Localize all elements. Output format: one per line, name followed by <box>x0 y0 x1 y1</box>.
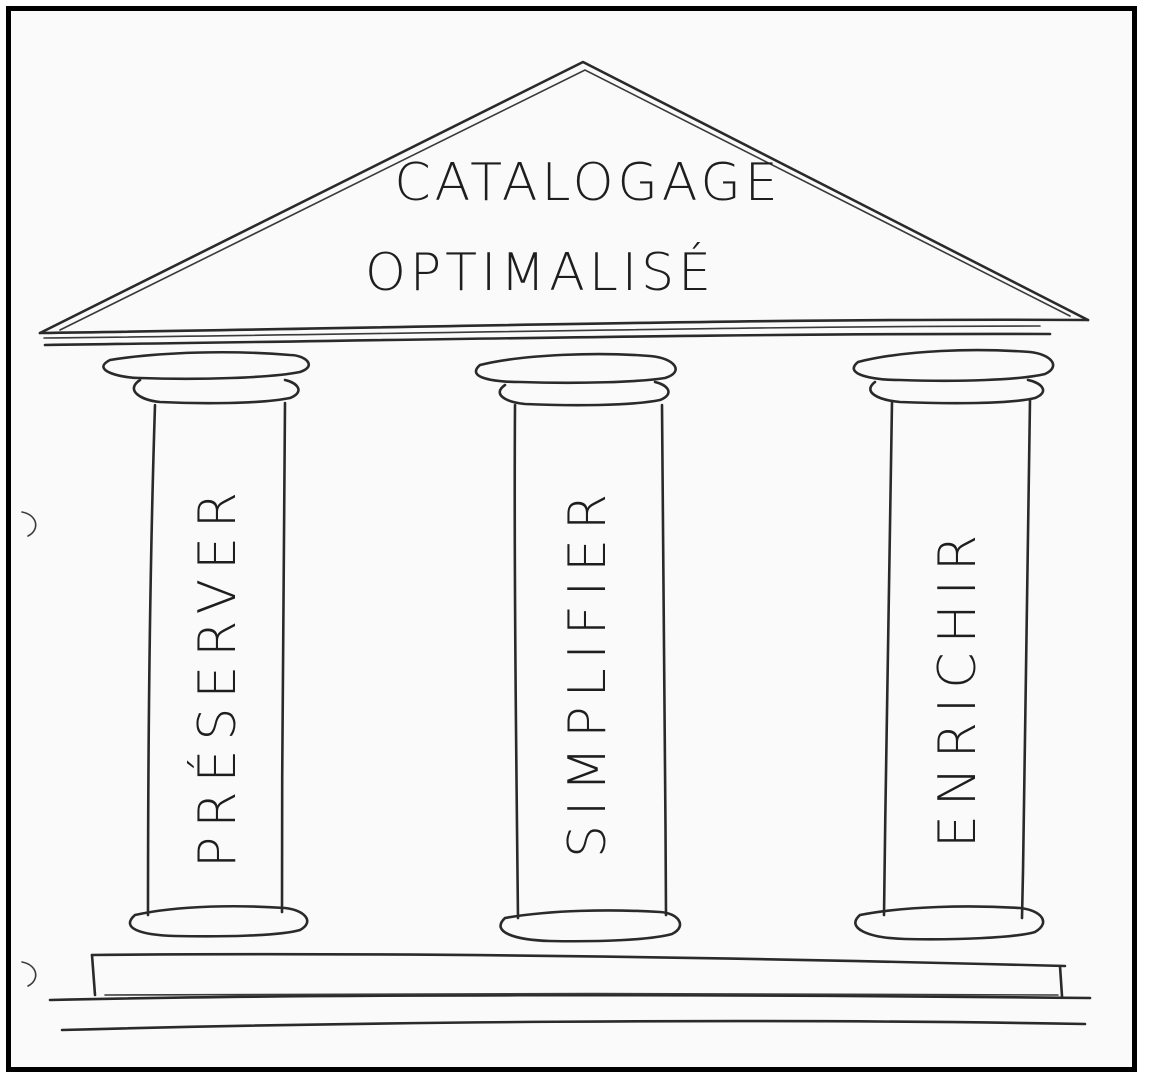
temple-base <box>48 952 1092 1032</box>
pillar-center <box>474 352 682 943</box>
pillar-right <box>852 348 1055 941</box>
pediment-title-line2: OPTIMALISÉ <box>365 242 715 303</box>
pillar-left <box>102 350 311 938</box>
temple-pediment <box>38 60 1090 347</box>
pillar-left-label: PRÉSERVER <box>187 483 248 868</box>
binder-hole-mark-top <box>21 511 37 537</box>
binder-hole-mark-bottom <box>21 961 37 987</box>
pillar-center-label: SIMPLIFIER <box>558 485 618 858</box>
pillar-right-label: ENRICHIR <box>928 526 988 848</box>
pediment-title-line1: CATALOGAGE <box>394 153 781 213</box>
paper-sheet <box>6 6 1137 1072</box>
